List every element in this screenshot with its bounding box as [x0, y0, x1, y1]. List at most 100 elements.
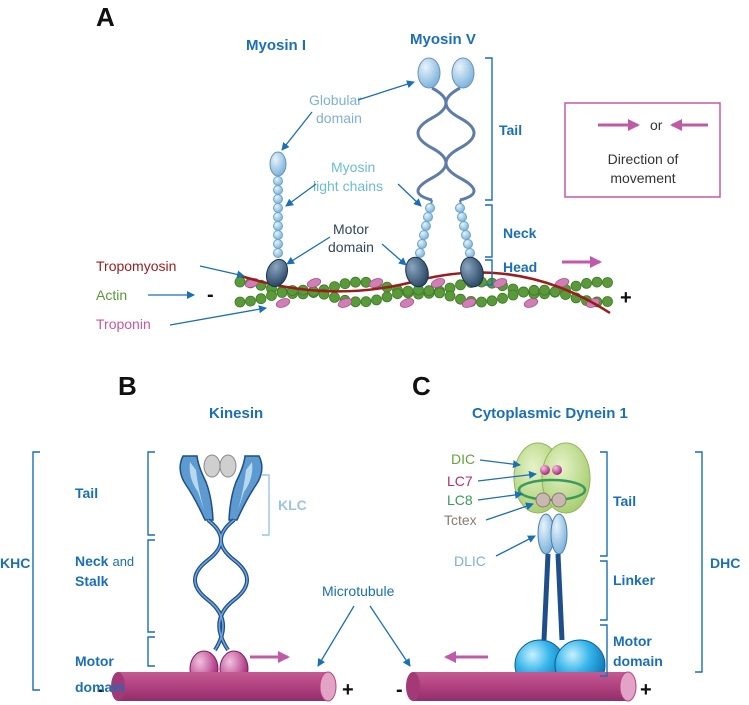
kinesin-tail-bracket: [147, 451, 155, 536]
actin-bead: [455, 293, 466, 305]
dic-arrow: [479, 459, 521, 469]
neck-label-a: Neck: [503, 225, 537, 241]
klc-label: KLC: [278, 497, 307, 513]
myosin-v-brackets: [485, 57, 493, 286]
tctex-right: [551, 492, 567, 508]
light-chains-arrow-myosin-v: [397, 183, 422, 207]
microtubule-c-plus: +: [640, 679, 652, 701]
actin-bead: [549, 286, 561, 298]
troponin-dot: [275, 298, 291, 308]
light-chains-arrow-myosin-i: [285, 183, 317, 207]
kinesin-right-arm-light: [238, 462, 253, 510]
troponin-dot: [399, 298, 415, 308]
actin-bead: [539, 284, 550, 296]
globular-domain-label-line2: domain: [316, 110, 362, 126]
actin-bead: [497, 292, 508, 304]
kinesin-klc-ball-left: [203, 454, 221, 478]
dynein-linker-bracket: [600, 560, 608, 621]
globular-arrow-myosin-i: [281, 111, 313, 151]
troponin-dot: [337, 298, 353, 308]
panel-b-letter: B: [118, 371, 137, 401]
dynein-motor-label-line1: Motor: [613, 633, 652, 649]
myosin-v-globular-domain-right: [451, 57, 475, 89]
dynein-title: Cytoplasmic Dynein 1: [472, 405, 628, 422]
actin-bead: [381, 291, 393, 303]
myosin-v-motor-head-left: [405, 256, 429, 288]
dic-label: DIC: [451, 451, 475, 467]
actin-bead: [234, 296, 246, 308]
tropomyosin-arrow: [199, 265, 245, 279]
lc7-label: LC7: [447, 473, 473, 489]
dlic-right: [550, 513, 568, 555]
actin-bead: [518, 286, 529, 298]
dynein-linker: [541, 553, 565, 641]
actin-bead: [266, 290, 277, 301]
khc-label: KHC: [0, 555, 30, 571]
myosin-i-title: Myosin I: [246, 37, 306, 54]
actin-filament: [234, 271, 613, 315]
actin-minus-end: -: [207, 284, 214, 306]
troponin-arrow: [169, 305, 267, 326]
actin-bead: [434, 287, 445, 299]
microtubule-c-minus: -: [396, 679, 403, 701]
klc-bracket: [262, 474, 270, 536]
motor-domain-label-line1: Motor: [333, 221, 369, 237]
actin-bead: [476, 296, 487, 308]
motor-arrow-myosin-i: [286, 236, 331, 265]
lc8-arrow: [477, 490, 523, 501]
direction-legend-box: [564, 102, 721, 198]
globular-domain-label-line1: Globular: [309, 92, 362, 108]
actin-bead: [329, 291, 340, 303]
kinesin-left-arm-light: [189, 462, 204, 510]
troponin-dot: [368, 278, 384, 288]
myosin-v-motor-head-right: [460, 256, 484, 288]
lc7-left: [540, 465, 550, 475]
dynein-linker-label: Linker: [613, 572, 656, 588]
dynein-motor-label-line2: domain: [613, 653, 663, 669]
actin-bead: [350, 276, 361, 288]
troponin-dot: [492, 278, 508, 288]
actin-bead: [455, 279, 466, 291]
microtubule-c-plus-cap: [619, 671, 637, 702]
actin-label: Actin: [96, 287, 127, 303]
actin-bead: [444, 290, 456, 302]
troponin-dot: [461, 298, 477, 308]
panel-a-letter: A: [96, 2, 115, 32]
actin-bead: [234, 276, 246, 288]
legend-line1: Direction of: [608, 151, 679, 167]
light-chains-label-line2: light chains: [313, 178, 383, 194]
kinesin-tail-label: Tail: [75, 485, 98, 501]
actin-bead: [371, 294, 382, 306]
microtubule-b-plus: +: [342, 679, 354, 701]
dhc-bracket: [695, 451, 703, 673]
actin-bead: [486, 295, 498, 307]
actin-bead: [570, 280, 582, 292]
tail-label-a: Tail: [499, 122, 522, 138]
motor-arrow-myosin-v: [381, 243, 407, 266]
actin-bead: [360, 296, 372, 308]
microtubule-b: [118, 672, 328, 701]
actin-plus-end: +: [620, 287, 632, 309]
actin-bead: [581, 277, 592, 289]
motor-domain-label-line2: domain: [328, 239, 374, 255]
actin-bead: [392, 288, 403, 300]
actin-bead: [423, 285, 435, 297]
dynein-brackets: [600, 451, 703, 677]
tctex-label: Tctex: [444, 512, 477, 528]
myosin-v-tail: [416, 86, 476, 202]
microtubule-c: [413, 672, 628, 701]
myosin-v-title: Myosin V: [410, 31, 476, 48]
kinesin-title: Kinesin: [209, 405, 263, 422]
myosin-i-motor-head: [265, 258, 289, 288]
kinesin-motor-label-line1: Motor: [75, 653, 114, 669]
head-label-a: Head: [503, 259, 537, 275]
myosin-i-globular-domain: [269, 151, 287, 177]
tropomyosin-label: Tropomyosin: [96, 258, 176, 274]
dynein-tail-bracket: [600, 451, 608, 557]
dynein-tail-label: Tail: [613, 493, 636, 509]
khc-bracket: [32, 451, 40, 691]
dlic-arrow: [495, 535, 536, 557]
lc7-right: [552, 465, 562, 475]
myosin-v-globular-domain-left: [417, 57, 441, 89]
